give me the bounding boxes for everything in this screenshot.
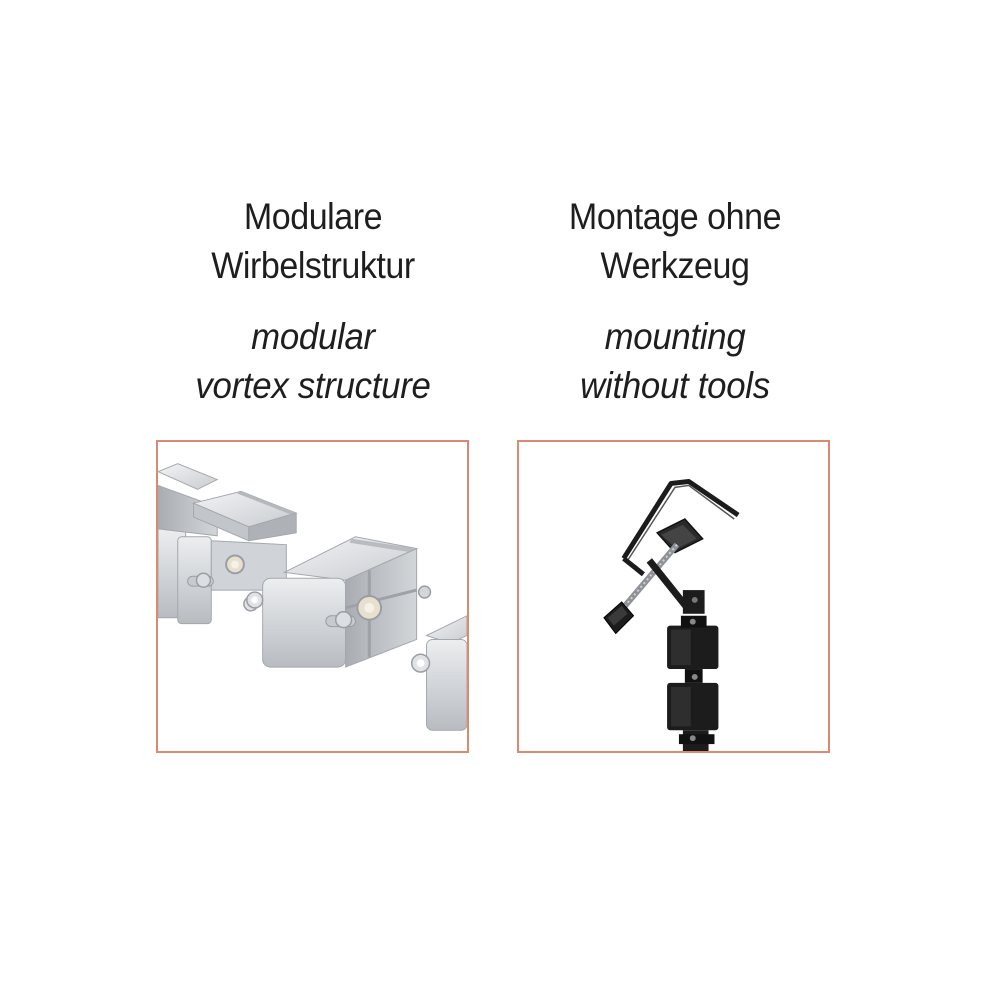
title-line: modular [251,316,375,357]
chain-link-upper [667,615,719,670]
feature-title-german: Modulare Wirbelstruktur [129,192,497,290]
module-right [410,615,467,731]
title-line: Modulare [243,196,383,237]
chain-link-middle [667,669,719,731]
clamp-pad [656,518,704,554]
title-line: without tools [580,365,770,406]
title-line: Montage ohne [568,196,782,237]
clamp-bracket [621,479,740,577]
image-frame-clamp [517,440,830,753]
feature-modular-structure: Modulare Wirbelstruktur modular vortex s… [113,192,513,410]
clamp-screw [619,542,680,612]
chain-link-lower [678,730,715,751]
title-line: Wirbelstruktur [211,245,415,286]
module-center [246,536,432,668]
desk-clamp-mount-icon [603,479,740,751]
feature-title-german: Montage ohne Werkzeug [491,192,859,290]
feature-title-english: modular vortex structure [125,312,501,410]
feature-tool-free-mounting: Montage ohne Werkzeug mounting without t… [475,192,875,410]
module-left [177,490,298,625]
image-frame-modules [156,440,469,753]
aluminium-vortex-modules-icon [158,463,467,731]
feature-title-english: mounting without tools [487,312,863,410]
title-line: mounting [604,316,746,357]
clamp-knob [603,601,635,635]
title-line: vortex structure [195,365,431,406]
title-line: Werkzeug [600,245,750,286]
swivel-arm [646,558,705,614]
